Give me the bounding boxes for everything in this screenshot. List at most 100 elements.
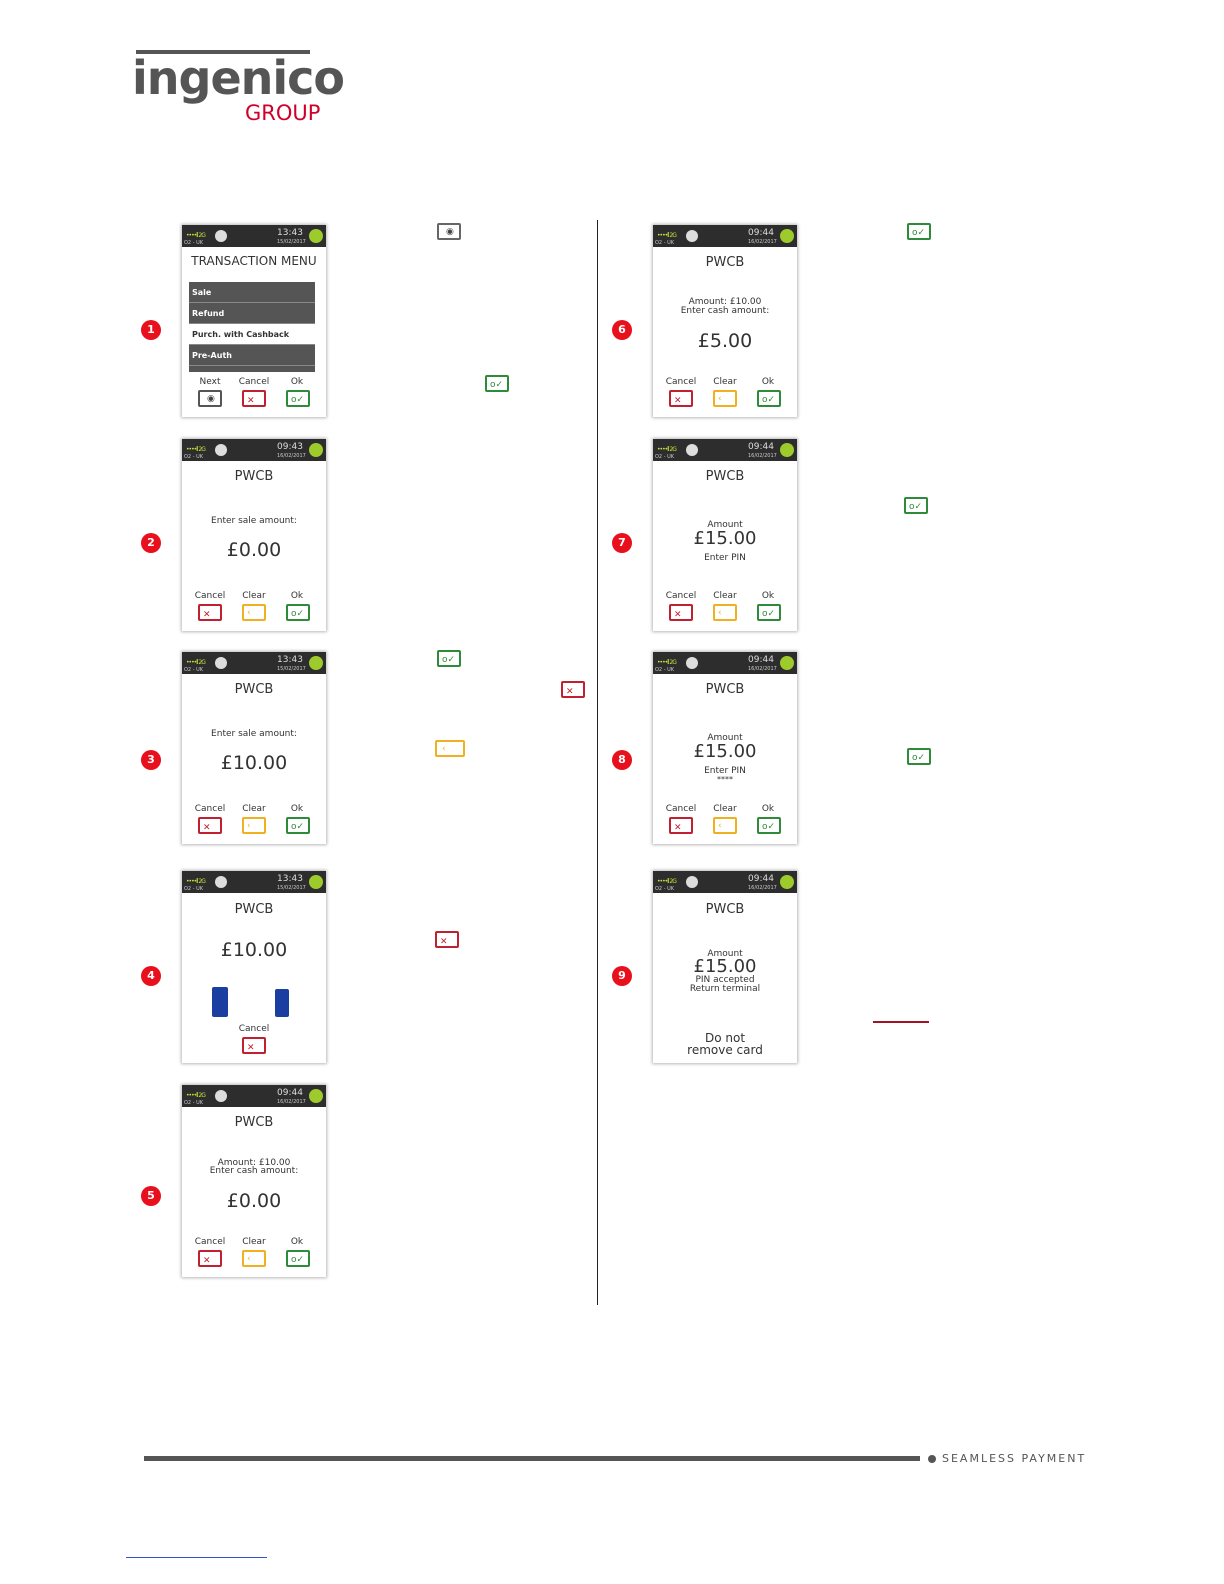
screen-title: PWCB	[705, 255, 745, 270]
footer-bar	[144, 1456, 920, 1461]
ok-button[interactable]: o✓	[286, 817, 310, 834]
cancel-button[interactable]: ✕	[198, 604, 222, 621]
cancel-button[interactable]: ✕	[242, 1037, 266, 1054]
cancel-key-icon: ✕	[435, 931, 459, 948]
softkey-label-cancel: Cancel	[665, 591, 697, 601]
terminal-screen-2: ••••ll 2G O2 - UK 09:43 16/02/2017 PWCB …	[182, 439, 326, 631]
clear-button[interactable]: ‹	[242, 817, 266, 834]
battery-icon	[780, 656, 794, 670]
status-bar: ••••ll 2G O2 - UK 13:43 15/02/2017	[182, 652, 326, 674]
softkey-label-clear: Clear	[242, 804, 266, 814]
clock-time: 09:44	[748, 442, 774, 452]
signal-indicator: ••••ll 2G	[186, 878, 206, 885]
battery-icon	[309, 229, 323, 243]
menu-item-sale[interactable]: Sale	[189, 282, 315, 303]
softkey-label-ok: Ok	[290, 1237, 304, 1247]
screen-title: PWCB	[234, 1115, 274, 1130]
menu-item-refund[interactable]: Refund	[189, 303, 315, 324]
network-icon	[686, 876, 698, 888]
clear-button[interactable]: ‹	[242, 604, 266, 621]
return-terminal-text: Return terminal	[689, 984, 761, 994]
ok-button[interactable]: o✓	[757, 390, 781, 407]
battery-icon	[309, 875, 323, 889]
operator-label: O2 - UK	[184, 667, 204, 673]
clock-date: 15/02/2017	[277, 885, 306, 891]
amount-display: £0.00	[226, 1190, 282, 1212]
footer-dot	[928, 1455, 936, 1463]
status-bar: ••••ll 2G O2 - UK 13:43 15/02/2017	[182, 225, 326, 247]
next-button[interactable]: ◉	[198, 390, 222, 407]
footer-tagline: SEAMLESS PAYMENT	[942, 1452, 1087, 1465]
cancel-button[interactable]: ✕	[669, 817, 693, 834]
pin-prompt: Enter PIN	[704, 766, 746, 776]
amount-display: £15.00	[693, 741, 757, 762]
network-icon	[215, 230, 227, 242]
clock-time: 09:44	[277, 1088, 303, 1098]
softkey-label-clear: Clear	[713, 377, 737, 387]
network-icon	[215, 1090, 227, 1102]
terminal-screen-8: ••••ll 2G O2 - UK 09:44 16/02/2017 PWCB …	[653, 652, 797, 844]
network-icon	[686, 230, 698, 242]
clock-date: 16/02/2017	[748, 885, 777, 891]
footer-link-underline	[126, 1557, 267, 1558]
battery-icon	[309, 656, 323, 670]
softkey-label-clear: Clear	[242, 591, 266, 601]
pin-prompt: Enter PIN	[704, 553, 746, 563]
cancel-button[interactable]: ✕	[198, 817, 222, 834]
step-badge: 3	[141, 750, 161, 770]
battery-icon	[780, 875, 794, 889]
menu-item-purchase-cashback[interactable]: Purch. with Cashback	[189, 324, 315, 345]
ok-key-icon: o✓	[485, 375, 509, 392]
operator-label: O2 - UK	[655, 667, 675, 673]
amount-display: £0.00	[226, 539, 282, 561]
menu-item-pre-auth[interactable]: Pre-Auth	[189, 345, 315, 366]
cancel-button[interactable]: ✕	[669, 390, 693, 407]
clear-button[interactable]: ‹	[713, 390, 737, 407]
clock-date: 16/02/2017	[277, 453, 306, 459]
ok-button[interactable]: o✓	[286, 1250, 310, 1267]
logo-main-text: ingenico	[132, 51, 345, 105]
amount-label: Amount	[707, 520, 743, 530]
ok-button[interactable]: o✓	[757, 604, 781, 621]
cancel-button[interactable]: ✕	[242, 390, 266, 407]
signal-indicator: ••••ll 2G	[186, 1092, 206, 1099]
clock-time: 09:44	[748, 874, 774, 884]
next-key-icon: ◉	[437, 223, 461, 240]
softkey-label-cancel: Cancel	[665, 804, 697, 814]
ok-button[interactable]: o✓	[286, 390, 310, 407]
ok-button[interactable]: o✓	[757, 817, 781, 834]
terminal-screen-3: ••••ll 2G O2 - UK 13:43 15/02/2017 PWCB …	[182, 652, 326, 844]
cancel-button[interactable]: ✕	[669, 604, 693, 621]
clear-button[interactable]: ‹	[713, 604, 737, 621]
terminal-screen-9: ••••ll 2G O2 - UK 09:44 16/02/2017 PWCB …	[653, 871, 797, 1063]
softkey-label-ok: Ok	[761, 591, 775, 601]
ok-button[interactable]: o✓	[286, 604, 310, 621]
step-badge: 6	[612, 320, 632, 340]
clock-date: 16/02/2017	[748, 239, 777, 245]
clock-time: 13:43	[277, 228, 303, 238]
signal-indicator: ••••ll 2G	[186, 659, 206, 666]
screen-title: TRANSACTION MENU	[191, 254, 317, 268]
signal-indicator: ••••ll 2G	[657, 878, 677, 885]
screen-title: PWCB	[234, 682, 274, 697]
terminal-screen-4: ••••ll 2G O2 - UK 13:43 15/02/2017 PWCB …	[182, 871, 326, 1063]
operator-label: O2 - UK	[184, 886, 204, 892]
clock-time: 09:44	[748, 228, 774, 238]
status-bar: ••••ll 2G O2 - UK 09:44 16/02/2017	[653, 439, 797, 461]
softkey-label-cancel: Cancel	[194, 591, 226, 601]
status-bar: ••••ll 2G O2 - UK 09:44 16/02/2017	[653, 871, 797, 893]
tap-card-terminal-icon	[275, 989, 289, 1017]
prompt-text: Enter cash amount:	[209, 1166, 299, 1176]
amount-label: Amount	[707, 949, 743, 959]
network-icon	[686, 657, 698, 669]
terminal-screen-5: ••••ll 2G O2 - UK 09:44 16/02/2017 PWCB …	[182, 1085, 326, 1277]
signal-indicator: ••••ll 2G	[186, 232, 206, 239]
screen-title: PWCB	[234, 469, 274, 484]
softkey-label-clear: Clear	[242, 1237, 266, 1247]
clear-button[interactable]: ‹	[242, 1250, 266, 1267]
clear-button[interactable]: ‹	[713, 817, 737, 834]
operator-label: O2 - UK	[655, 454, 675, 460]
status-bar: ••••ll 2G O2 - UK 09:44 16/02/2017	[653, 225, 797, 247]
softkey-label-ok: Ok	[761, 377, 775, 387]
cancel-button[interactable]: ✕	[198, 1250, 222, 1267]
